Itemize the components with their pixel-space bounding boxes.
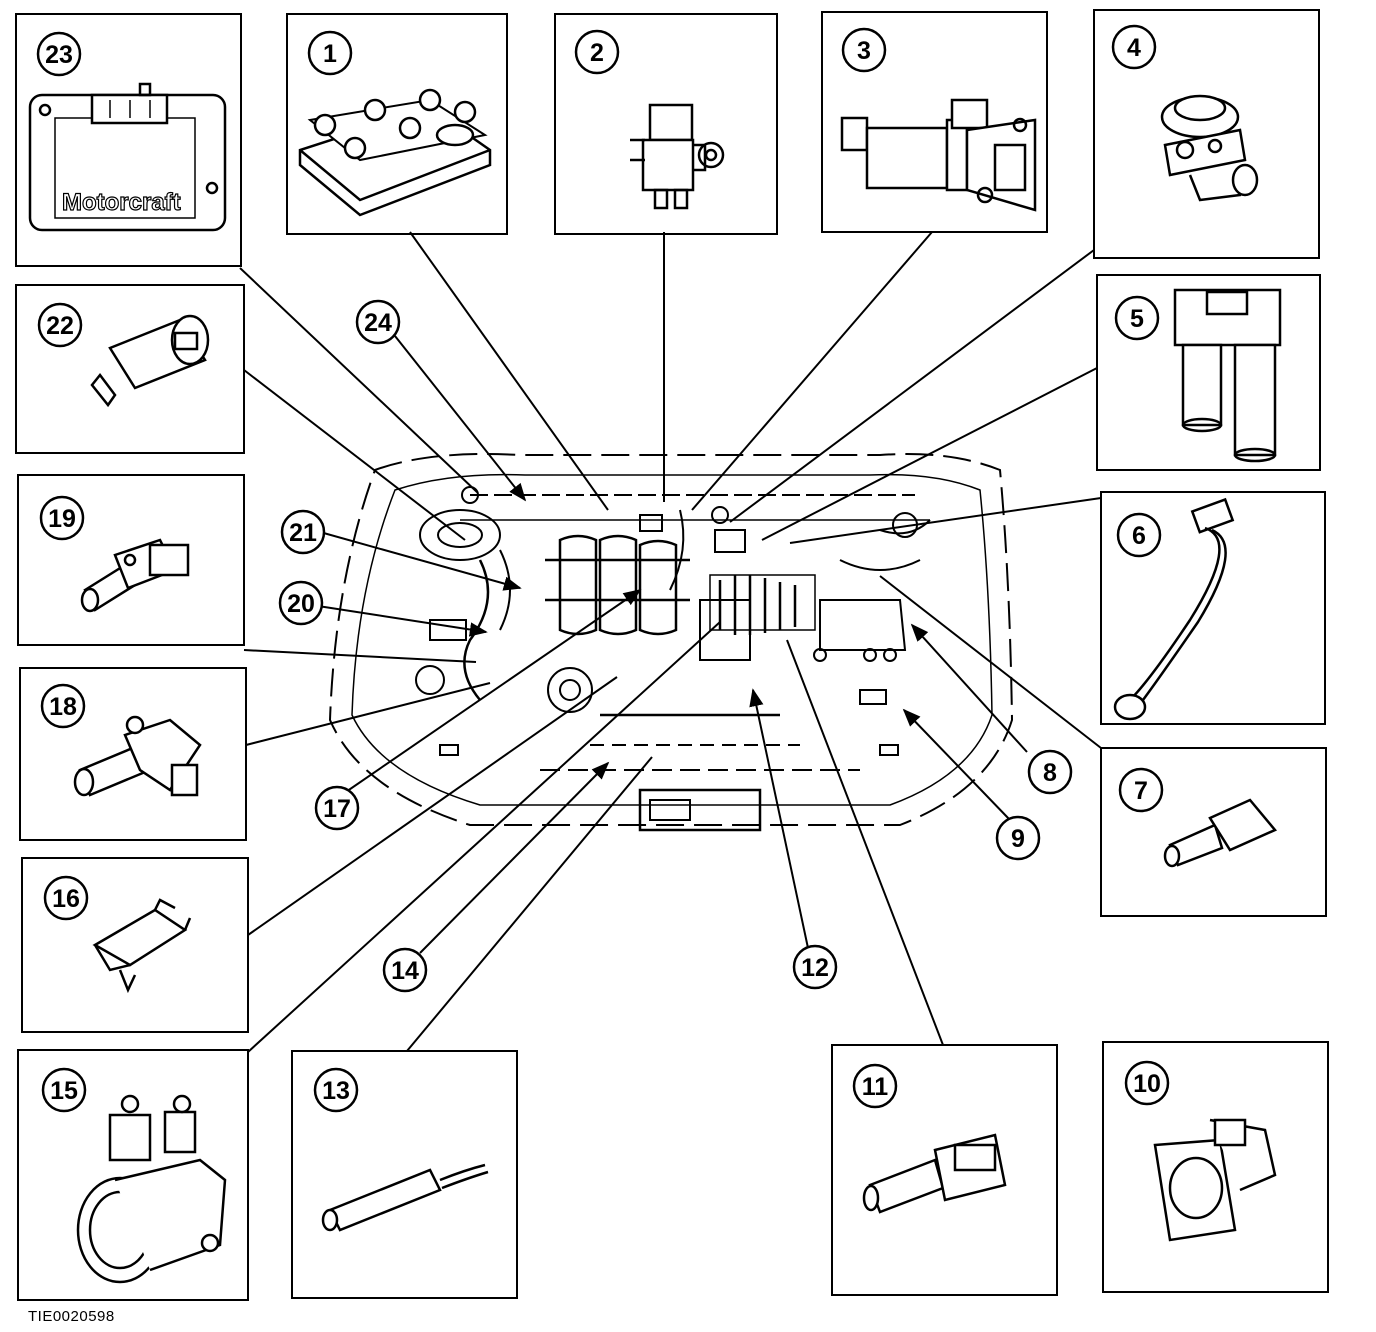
callout-number: 23 (45, 41, 73, 69)
callout-number: 3 (857, 37, 871, 65)
callout-number: 19 (48, 505, 76, 533)
throttle-position-sensor-icon (1153, 1118, 1277, 1242)
callout-16: 16 (43, 875, 89, 921)
callout-number: 22 (46, 312, 74, 340)
callout-18: 18 (40, 683, 86, 729)
crankshaft-position-sensor-icon (73, 715, 202, 797)
callout-number: 18 (49, 693, 77, 721)
callout-9: 9 (995, 815, 1041, 861)
callout-number: 4 (1127, 34, 1141, 62)
vacuum-solenoid-valve-icon (630, 103, 725, 210)
callout-number: 11 (862, 1073, 889, 1101)
callout-21: 21 (280, 509, 326, 555)
engine-bay-illustration (328, 453, 1014, 832)
callout-number: 16 (52, 885, 80, 913)
throttle-body-icon (76, 1094, 227, 1284)
twin-canister-icon (1173, 288, 1282, 463)
callout-number: 24 (364, 309, 392, 337)
callout-15: 15 (41, 1067, 87, 1113)
callout-8: 8 (1027, 749, 1073, 795)
callout-12: 12 (792, 944, 838, 990)
callout-number: 17 (323, 795, 351, 823)
callout-number: 1 (323, 40, 337, 68)
callout-24: 24 (355, 299, 401, 345)
callout-19: 19 (39, 495, 85, 541)
relay-module-icon (92, 898, 192, 994)
intake-runners (545, 534, 690, 636)
callout-5: 5 (1114, 295, 1160, 341)
leader-lines (239, 231, 1102, 1053)
ignition-coil-pack-icon (298, 88, 492, 217)
callout-number: 8 (1043, 759, 1057, 787)
motorcraft-logo: Motorcraft (62, 189, 181, 216)
egr-valve-icon (1160, 94, 1259, 202)
component-box-23 (15, 13, 242, 267)
callout-22: 22 (37, 302, 83, 348)
callout-17: 17 (314, 785, 360, 831)
idle-air-control-valve-icon (840, 98, 1037, 212)
callout-6: 6 (1116, 512, 1162, 558)
callout-1: 1 (307, 30, 353, 76)
temperature-sensor-icon (1163, 798, 1278, 868)
pressure-switch-icon (90, 314, 210, 408)
air-intake-bellows (709, 574, 816, 635)
callout-11: 11 (852, 1063, 898, 1109)
callout-number: 21 (289, 519, 317, 547)
callout-number: 9 (1011, 825, 1025, 853)
callout-number: 10 (1133, 1070, 1161, 1098)
callout-number: 14 (391, 957, 419, 985)
callout-3: 3 (841, 27, 887, 73)
callout-number: 20 (287, 590, 315, 618)
callout-14: 14 (382, 947, 428, 993)
callout-number: 12 (801, 954, 829, 982)
figure-id: TIE0020598 (28, 1308, 115, 1325)
knock-sensor-cable-icon (1113, 497, 1235, 721)
callout-number: 6 (1132, 522, 1146, 550)
callout-4: 4 (1111, 24, 1157, 70)
callout-20: 20 (278, 580, 324, 626)
callout-number: 13 (322, 1077, 350, 1105)
camshaft-position-sensor-icon (80, 538, 190, 613)
oxygen-sensor-icon (321, 1163, 489, 1232)
callout-13: 13 (313, 1067, 359, 1113)
callout-number: 7 (1134, 777, 1148, 805)
coolant-temperature-sensor-icon (862, 1133, 1007, 1214)
callout-number: 15 (50, 1077, 78, 1105)
callout-number: 5 (1130, 305, 1144, 333)
callout-23: 23 (36, 31, 82, 77)
callout-10: 10 (1124, 1060, 1170, 1106)
callout-7: 7 (1118, 767, 1164, 813)
callout-number: 2 (590, 39, 604, 67)
engine-control-module-icon: Motorcraft (28, 82, 227, 232)
callout-2: 2 (574, 29, 620, 75)
